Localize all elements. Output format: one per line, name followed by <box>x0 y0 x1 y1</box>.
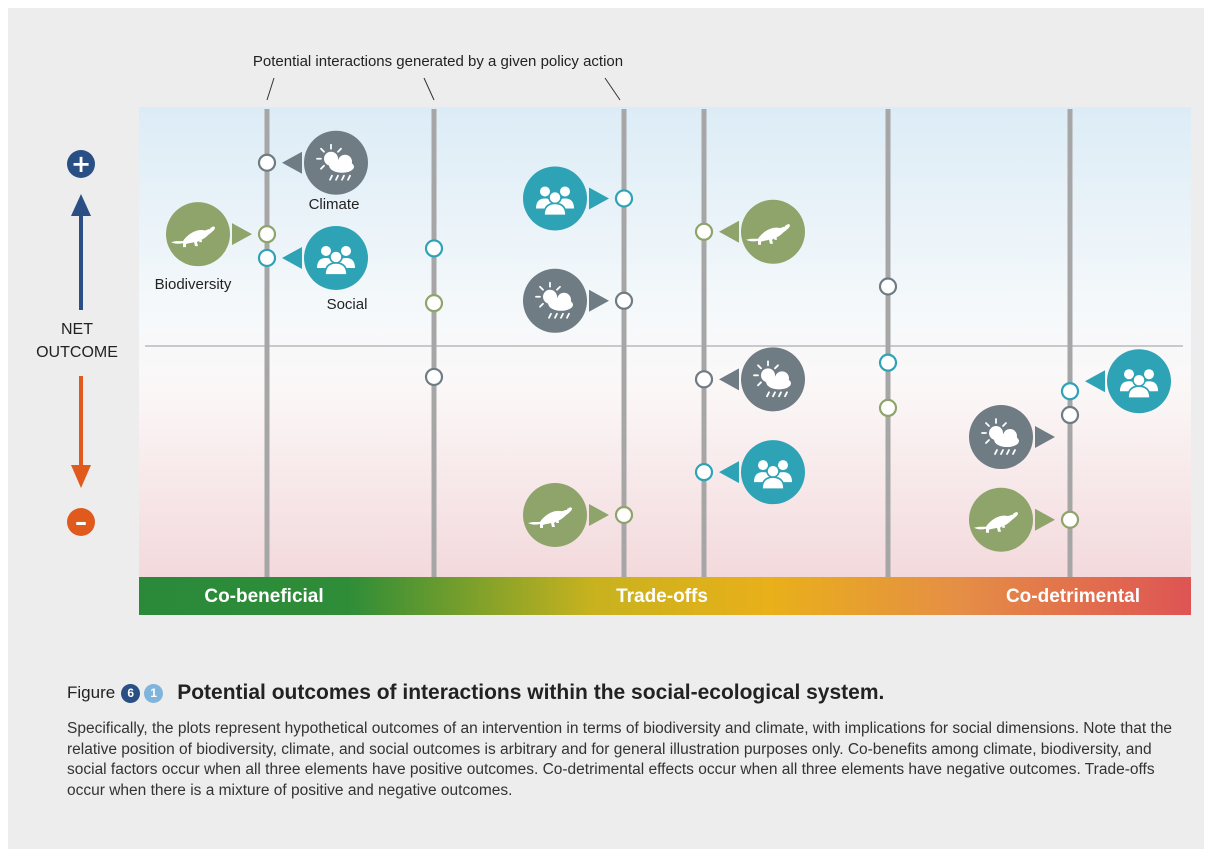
up-arrow-shaft <box>79 214 83 310</box>
figure-number-badge: 1 <box>144 683 164 703</box>
caption-body: Specifically, the plots represent hypoth… <box>67 720 1173 799</box>
band-label-co-beneficial: Co-beneficial <box>204 586 323 607</box>
net-outcome-axis: + NET OUTCOME – <box>36 150 118 536</box>
biodiversity-outcome-marker <box>878 398 898 417</box>
plot-background <box>139 107 1191 577</box>
climate-outcome-marker <box>878 277 898 296</box>
outcome-band: Co-beneficial Trade-offs Co-detrimental <box>139 577 1191 615</box>
social-icon <box>741 440 805 505</box>
interaction-column <box>166 109 368 577</box>
interaction-column <box>878 109 898 577</box>
band-label-trade-offs: Trade-offs <box>616 586 708 607</box>
top-label-leader-3 <box>604 77 621 101</box>
social-outcome-marker <box>878 353 898 372</box>
figure-panel: Potential interactions generated by a gi… <box>8 8 1204 849</box>
band-label-co-detrimental: Co-detrimental <box>1006 586 1140 607</box>
biodiversity-pointer <box>1035 508 1055 531</box>
figure-word: Figure <box>67 683 116 702</box>
top-label-leader-1 <box>266 77 275 101</box>
chapter-number-badge: 6 <box>121 683 141 703</box>
caption-title: Potential outcomes of interactions withi… <box>177 681 885 704</box>
social-label: Social <box>327 296 368 313</box>
climate-label: Climate <box>309 196 360 213</box>
climate-outcome-marker <box>424 367 444 387</box>
social-icon <box>304 225 368 290</box>
down-arrow-shaft <box>79 376 83 466</box>
climate-outcome-marker <box>1060 405 1080 425</box>
column-line <box>885 109 891 577</box>
climate-icon <box>304 130 368 195</box>
interaction-column <box>969 109 1171 577</box>
biodiversity-outcome-marker <box>424 294 444 313</box>
climate-icon <box>523 268 587 333</box>
outcome-band-bar <box>139 577 1191 615</box>
caption-title-row: Figure 6 1 Potential outcomes of interac… <box>67 681 884 705</box>
columns-layer <box>166 109 1171 577</box>
biodiversity-icon <box>969 487 1033 552</box>
social-pointer <box>589 187 609 210</box>
top-label-group: Potential interactions generated by a gi… <box>253 53 623 101</box>
climate-icon <box>741 347 805 412</box>
social-pointer <box>1085 370 1105 393</box>
column-line <box>431 109 437 577</box>
social-outcome-marker <box>694 463 714 482</box>
column-line <box>701 109 707 577</box>
biodiversity-pointer <box>232 223 252 246</box>
biodiversity-outcome-marker <box>257 225 277 244</box>
biodiversity-icon <box>166 202 230 267</box>
plus-icon <box>67 150 95 178</box>
climate-icon <box>969 405 1033 470</box>
column-line <box>1067 109 1073 577</box>
social-outcome-marker <box>614 189 634 208</box>
top-label-leader-2 <box>423 77 435 101</box>
interaction-column <box>523 109 634 577</box>
top-label: Potential interactions generated by a gi… <box>253 53 623 70</box>
interaction-column <box>424 109 444 577</box>
outcomes-diagram: Potential interactions generated by a gi… <box>36 53 1191 615</box>
net-label: NET <box>61 321 93 338</box>
down-arrow-head <box>71 465 91 488</box>
biodiversity-pointer <box>589 503 609 526</box>
plus-icon-symbol: + <box>71 150 91 178</box>
climate-outcome-marker <box>257 153 277 172</box>
minus-icon-symbol: – <box>75 508 87 536</box>
climate-pointer <box>282 151 302 174</box>
biodiversity-outcome-marker <box>614 505 634 525</box>
biodiversity-pointer <box>719 220 739 243</box>
social-icon <box>1107 349 1171 414</box>
biodiversity-label: Biodiversity <box>155 276 232 293</box>
column-line <box>264 109 270 577</box>
biodiversity-icon <box>523 482 587 547</box>
climate-pointer <box>719 368 739 391</box>
biodiversity-icon <box>741 199 805 264</box>
biodiversity-outcome-marker <box>694 222 714 241</box>
climate-pointer <box>589 289 609 312</box>
social-outcome-marker <box>257 248 277 268</box>
social-outcome-marker <box>1060 382 1080 401</box>
climate-pointer <box>1035 426 1055 449</box>
biodiversity-outcome-marker <box>1060 510 1080 529</box>
up-arrow-head <box>71 194 91 216</box>
column-line <box>621 109 627 577</box>
climate-outcome-marker <box>614 291 634 310</box>
minus-icon <box>67 508 95 536</box>
social-icon <box>523 166 587 231</box>
social-pointer <box>282 246 302 269</box>
outcome-label: OUTCOME <box>36 344 118 361</box>
interaction-column <box>694 109 805 577</box>
climate-outcome-marker <box>694 370 714 389</box>
social-pointer <box>719 461 739 484</box>
social-outcome-marker <box>424 239 444 258</box>
